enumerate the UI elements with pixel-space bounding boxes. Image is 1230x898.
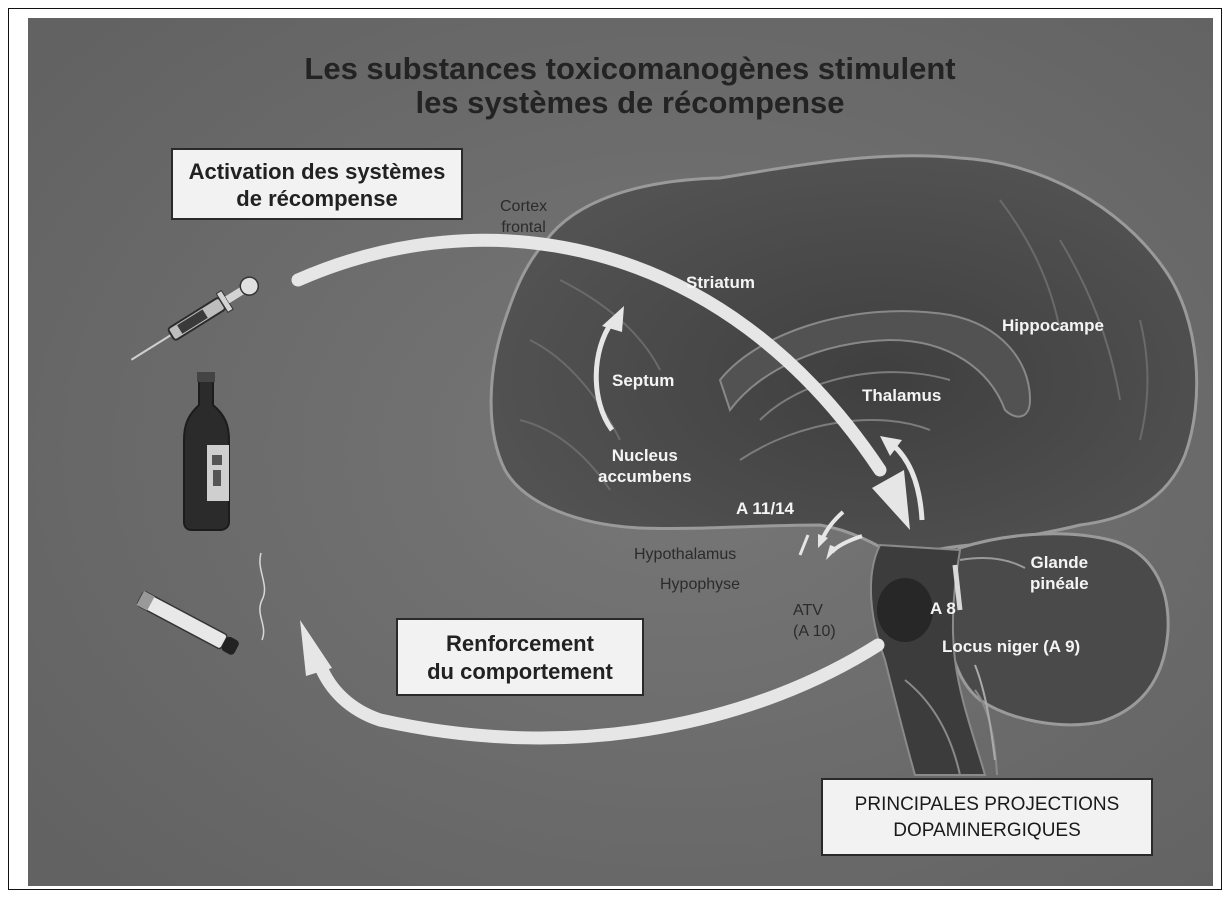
label-locus-niger: Locus niger (A 9) <box>942 636 1080 657</box>
label-a8: A 8 <box>930 598 956 619</box>
label-a11-14: A 11/14 <box>736 498 794 519</box>
vta-area <box>877 578 933 642</box>
label-atv-line-1: ATV <box>793 600 836 621</box>
label-cortex-line-2: frontal <box>500 217 547 238</box>
label-thalamus: Thalamus <box>862 385 941 406</box>
label-cortex-frontal: Cortex frontal <box>500 196 547 238</box>
label-striatum: Striatum <box>686 272 755 293</box>
label-hippocampe: Hippocampe <box>1002 315 1104 336</box>
label-atv: ATV (A 10) <box>793 600 836 642</box>
label-cortex-line-1: Cortex <box>500 196 547 217</box>
label-glande-line-2: pinéale <box>1030 573 1089 594</box>
projections-line-2: DOPAMINERGIQUES <box>823 818 1151 844</box>
label-nucleus-line-1: Nucleus <box>598 445 692 466</box>
label-septum: Septum <box>612 370 674 391</box>
label-glande-line-1: Glande <box>1030 552 1089 573</box>
reinforcement-line-2: du comportement <box>398 658 642 686</box>
label-hypothalamus: Hypothalamus <box>634 544 736 565</box>
label-nucleus-accumbens: Nucleus accumbens <box>598 445 692 487</box>
projections-line-1: PRINCIPALES PROJECTIONS <box>823 792 1151 818</box>
activation-line-1: Activation des systèmes <box>173 158 461 185</box>
projections-box: PRINCIPALES PROJECTIONS DOPAMINERGIQUES <box>821 778 1153 856</box>
title-line-1: Les substances toxicomanogènes stimulent <box>230 52 1030 86</box>
title-line-2: les systèmes de récompense <box>230 86 1030 120</box>
activation-line-2: de récompense <box>173 185 461 212</box>
reinforcement-line-1: Renforcement <box>398 630 642 658</box>
reinforcement-box: Renforcement du comportement <box>396 618 644 696</box>
label-nucleus-line-2: accumbens <box>598 466 692 487</box>
label-atv-line-2: (A 10) <box>793 621 836 642</box>
activation-box: Activation des systèmes de récompense <box>171 148 463 220</box>
label-glande-pineale: Glande pinéale <box>1030 552 1089 594</box>
label-hypophyse: Hypophyse <box>660 574 740 595</box>
diagram-title: Les substances toxicomanogènes stimulent… <box>230 52 1030 120</box>
